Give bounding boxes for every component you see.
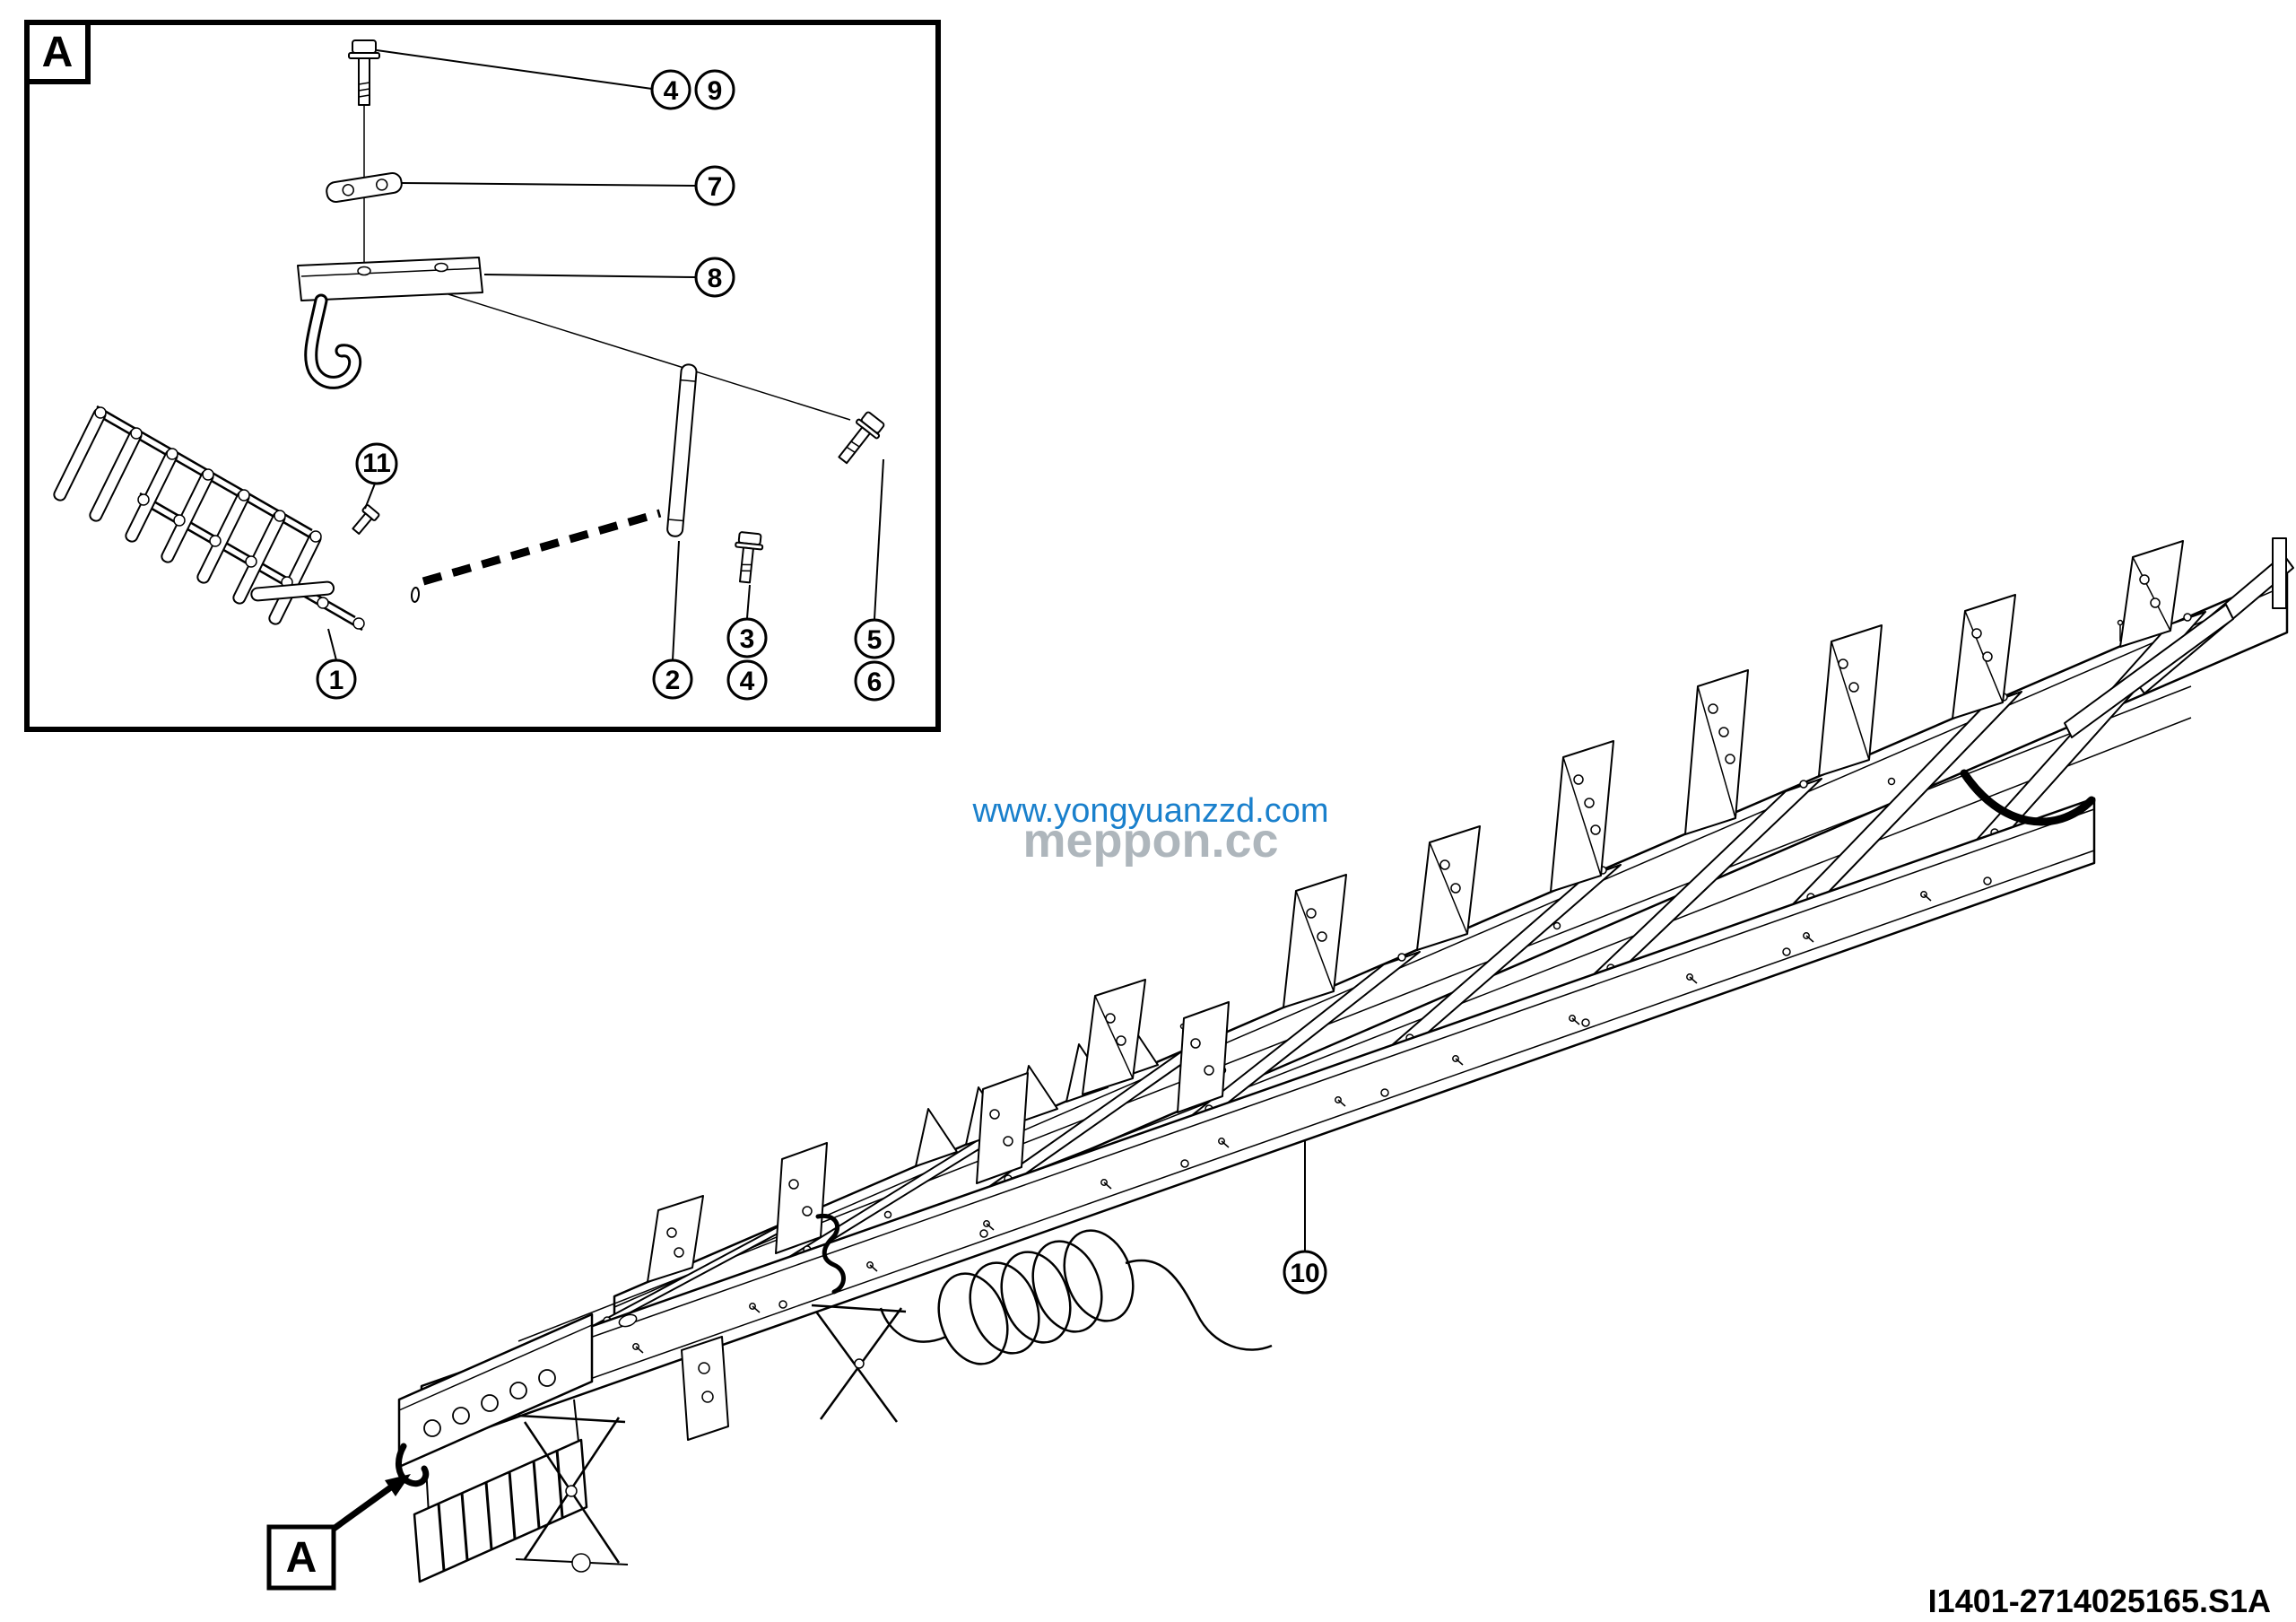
callout-9-label: 9 [708,76,723,106]
callout-11-label: 11 [362,449,391,478]
detail-marker-arrowhead [385,1474,411,1496]
detail-view-label-box [24,20,91,84]
callout-5: 5 [854,458,895,659]
detail-view-border [24,20,941,732]
callout-9: 9 [694,69,735,110]
callout-10-label: 10 [1290,1259,1319,1288]
hanging-bracket [681,1336,729,1441]
callout-4-top-label: 4 [664,76,679,106]
callout-6: 6 [854,660,895,702]
inner-rail-line [517,685,2192,1342]
assembly-dashed-line [422,509,662,586]
bolt-part-top [348,39,380,263]
rear-hook-bar [1960,769,2096,826]
callout-11: 11 [355,442,398,510]
underframe-stand-mid [811,1304,907,1423]
callout-7-label: 7 [708,172,723,202]
callout-4-mid-label: 4 [740,667,755,696]
near-frame-rail [420,797,2096,1452]
stay-rod-part [666,363,698,537]
crossmembers [588,611,2206,1329]
underframe-stand-front [515,1414,629,1573]
callout-1: 1 [316,628,357,700]
rear-overhang [1960,537,2294,826]
callout-8-label: 8 [708,264,723,293]
callout-2-label: 2 [665,666,681,695]
retainer-plate-part [326,172,403,203]
callout-4-top: 4 [376,49,691,110]
front-grille-part [53,405,421,632]
callout-4-mid: 4 [726,659,768,701]
callout-8: 8 [483,257,735,298]
watermark: meppon.cc www.yongyuanzzd.com [971,792,1328,868]
callout-6-label: 6 [867,667,883,697]
tow-hook-bracket-part [297,257,851,421]
callout-3: 3 [726,584,768,658]
chassis-frame-drawing [396,537,2294,1583]
detail-view: A [24,20,941,732]
bolt-part-right [838,411,885,465]
front-tow-hook [396,1443,430,1487]
mounting-brackets-far [647,540,2184,1283]
hanging-hose-hook [815,1213,846,1295]
callout-2: 2 [652,540,693,700]
callout-7: 7 [401,165,735,206]
callout-5-label: 5 [867,625,883,655]
bolt-part-mid [735,531,764,584]
callout-10: 10 [1283,1141,1327,1295]
detail-marker-label: A [286,1534,317,1582]
detail-marker: A [266,1474,411,1591]
pin-bolt-part [352,504,380,536]
drawing-number: I1401-2714025165.S1A [1928,1583,2271,1619]
mounting-plates-mid [775,1001,1230,1254]
front-plate [397,1312,594,1469]
coiled-hose [879,1229,1273,1365]
callout-3-label: 3 [740,624,755,654]
watermark-brand-text: meppon.cc [1022,814,1278,868]
detail-view-label: A [42,29,74,76]
watermark-url-text: www.yongyuanzzd.com [971,792,1328,830]
callout-1-label: 1 [329,666,344,695]
